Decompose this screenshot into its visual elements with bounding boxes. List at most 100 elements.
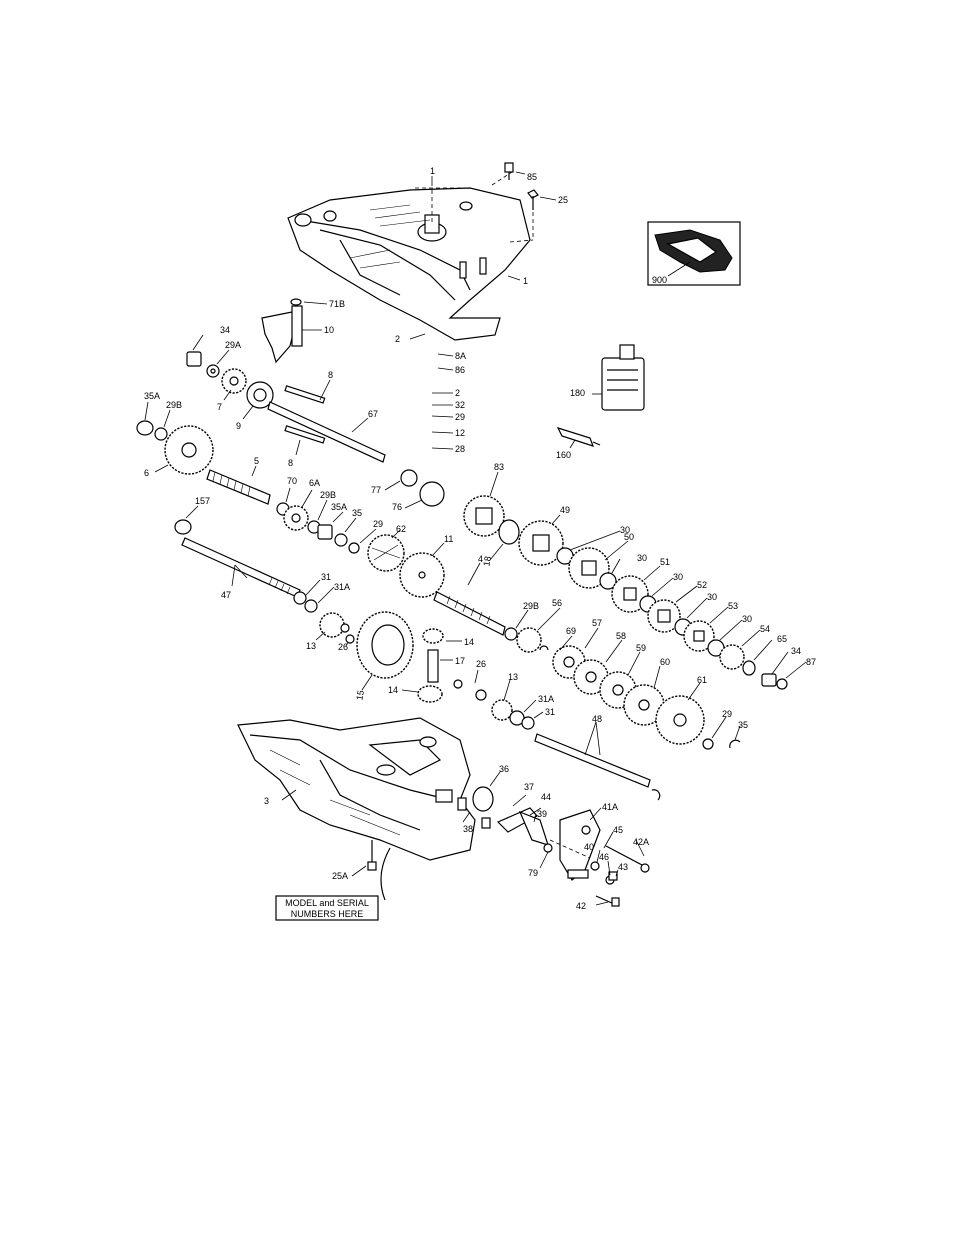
- callout-70: 70: [287, 476, 297, 486]
- callout-900: 900: [652, 275, 667, 285]
- callout-35: 35: [352, 508, 362, 518]
- callout-57: 57: [592, 618, 602, 628]
- callout-14a: 14: [464, 637, 474, 647]
- callout-8b: 8: [288, 458, 293, 468]
- callout-7: 7: [217, 402, 222, 412]
- callout-36: 36: [499, 764, 509, 774]
- callout-67: 67: [368, 409, 378, 419]
- callout-11: 11: [444, 534, 453, 544]
- callout-51: 51: [660, 557, 670, 567]
- callout-56: 56: [552, 598, 562, 608]
- callout-31a: 31: [321, 572, 331, 582]
- callout-15: 15: [354, 689, 366, 701]
- callout-25A: 25A: [332, 871, 348, 881]
- callout-29B-a: 29B: [166, 400, 182, 410]
- callout-8a: 8: [328, 370, 333, 380]
- callout-31A-a: 31A: [334, 582, 350, 592]
- callout-28: 28: [455, 444, 465, 454]
- callout-2a: 2: [395, 334, 400, 344]
- callout-50: 50: [624, 532, 634, 542]
- callout-6: 6: [144, 468, 149, 478]
- callout-26a: 26: [338, 642, 348, 652]
- callout-29B-b: 29B: [320, 490, 336, 500]
- callout-3: 3: [264, 796, 269, 806]
- callout-8A: 8A: [455, 351, 466, 361]
- callout-41A: 41A: [602, 802, 618, 812]
- callout-79: 79: [528, 868, 538, 878]
- callout-30e: 30: [742, 614, 752, 624]
- callout-39: 39: [537, 809, 547, 819]
- callout-160: 160: [556, 450, 571, 460]
- callout-29b: 29: [373, 519, 383, 529]
- callout-35A-b: 35A: [331, 502, 347, 512]
- callout-13a: 13: [306, 641, 316, 651]
- callout-53: 53: [728, 601, 738, 611]
- callout-9: 9: [236, 421, 241, 431]
- callout-49: 49: [560, 505, 570, 515]
- callout-17: 17: [455, 656, 465, 666]
- callout-52: 52: [697, 580, 707, 590]
- callout-37: 37: [524, 782, 534, 792]
- callout-62: 62: [396, 524, 406, 534]
- callout-47: 47: [221, 590, 231, 600]
- callout-30b: 30: [637, 553, 647, 563]
- callout-6A: 6A: [309, 478, 320, 488]
- callout-5: 5: [254, 456, 259, 466]
- callout-43: 43: [618, 862, 628, 872]
- callout-40: 40: [584, 842, 594, 852]
- callout-42: 42: [576, 901, 586, 911]
- callout-58: 58: [616, 631, 626, 641]
- note-line-2: NUMBERS HERE: [291, 909, 364, 919]
- oil-bottle: [601, 344, 645, 411]
- callout-1-top: 1: [430, 166, 435, 176]
- callout-4: 4: [478, 554, 483, 564]
- note-line-1: MODEL and SERIAL: [285, 898, 369, 908]
- callout-29B-c: 29B: [523, 601, 539, 611]
- callout-10: 10: [324, 325, 334, 335]
- callout-32: 32: [455, 400, 465, 410]
- callout-13b: 13: [508, 672, 518, 682]
- callout-35b: 35: [738, 720, 748, 730]
- callout-87: 87: [806, 657, 816, 667]
- callout-157: 157: [195, 496, 210, 506]
- callout-180: 180: [570, 388, 585, 398]
- callout-26b: 26: [476, 659, 486, 669]
- callout-30a: 30: [620, 525, 630, 535]
- callout-65: 65: [777, 634, 787, 644]
- callout-60: 60: [660, 657, 670, 667]
- callout-83: 83: [494, 462, 504, 472]
- callout-29A: 29A: [225, 340, 241, 350]
- callout-46: 46: [599, 852, 609, 862]
- callout-38: 38: [463, 824, 473, 834]
- callout-25: 25: [558, 195, 568, 205]
- callout-69: 69: [566, 626, 576, 636]
- callout-31A-b: 31A: [538, 694, 554, 704]
- callout-29c: 29: [722, 709, 732, 719]
- callout-34a: 34: [220, 325, 230, 335]
- callout-1: 1: [523, 276, 528, 286]
- callout-34b: 34: [791, 646, 801, 656]
- upper-housing: [287, 187, 531, 341]
- callout-85: 85: [527, 172, 537, 182]
- model-serial-note: MODEL and SERIAL NUMBERS HERE: [275, 895, 379, 921]
- callout-labels: 1 85 25 1 71B 10 2 8A 86 2 32 29 12 28 3…: [144, 166, 816, 911]
- callout-61: 61: [697, 675, 707, 685]
- callout-76: 76: [392, 502, 402, 512]
- callout-42A: 42A: [633, 837, 649, 847]
- transaxle-inset: [647, 221, 741, 286]
- callout-77: 77: [371, 485, 381, 495]
- callout-48: 48: [592, 714, 602, 724]
- callout-59: 59: [636, 643, 646, 653]
- callout-31b: 31: [545, 707, 555, 717]
- callout-30d: 30: [707, 592, 717, 602]
- callout-35A-a: 35A: [144, 391, 160, 401]
- callout-45: 45: [613, 825, 623, 835]
- callout-54: 54: [760, 624, 770, 634]
- callout-18: 18: [481, 555, 493, 567]
- lower-housing: [237, 717, 476, 861]
- callout-30c: 30: [673, 572, 683, 582]
- callout-14b: 14: [388, 685, 398, 695]
- callout-2b: 2: [455, 388, 460, 398]
- callout-12: 12: [455, 428, 465, 438]
